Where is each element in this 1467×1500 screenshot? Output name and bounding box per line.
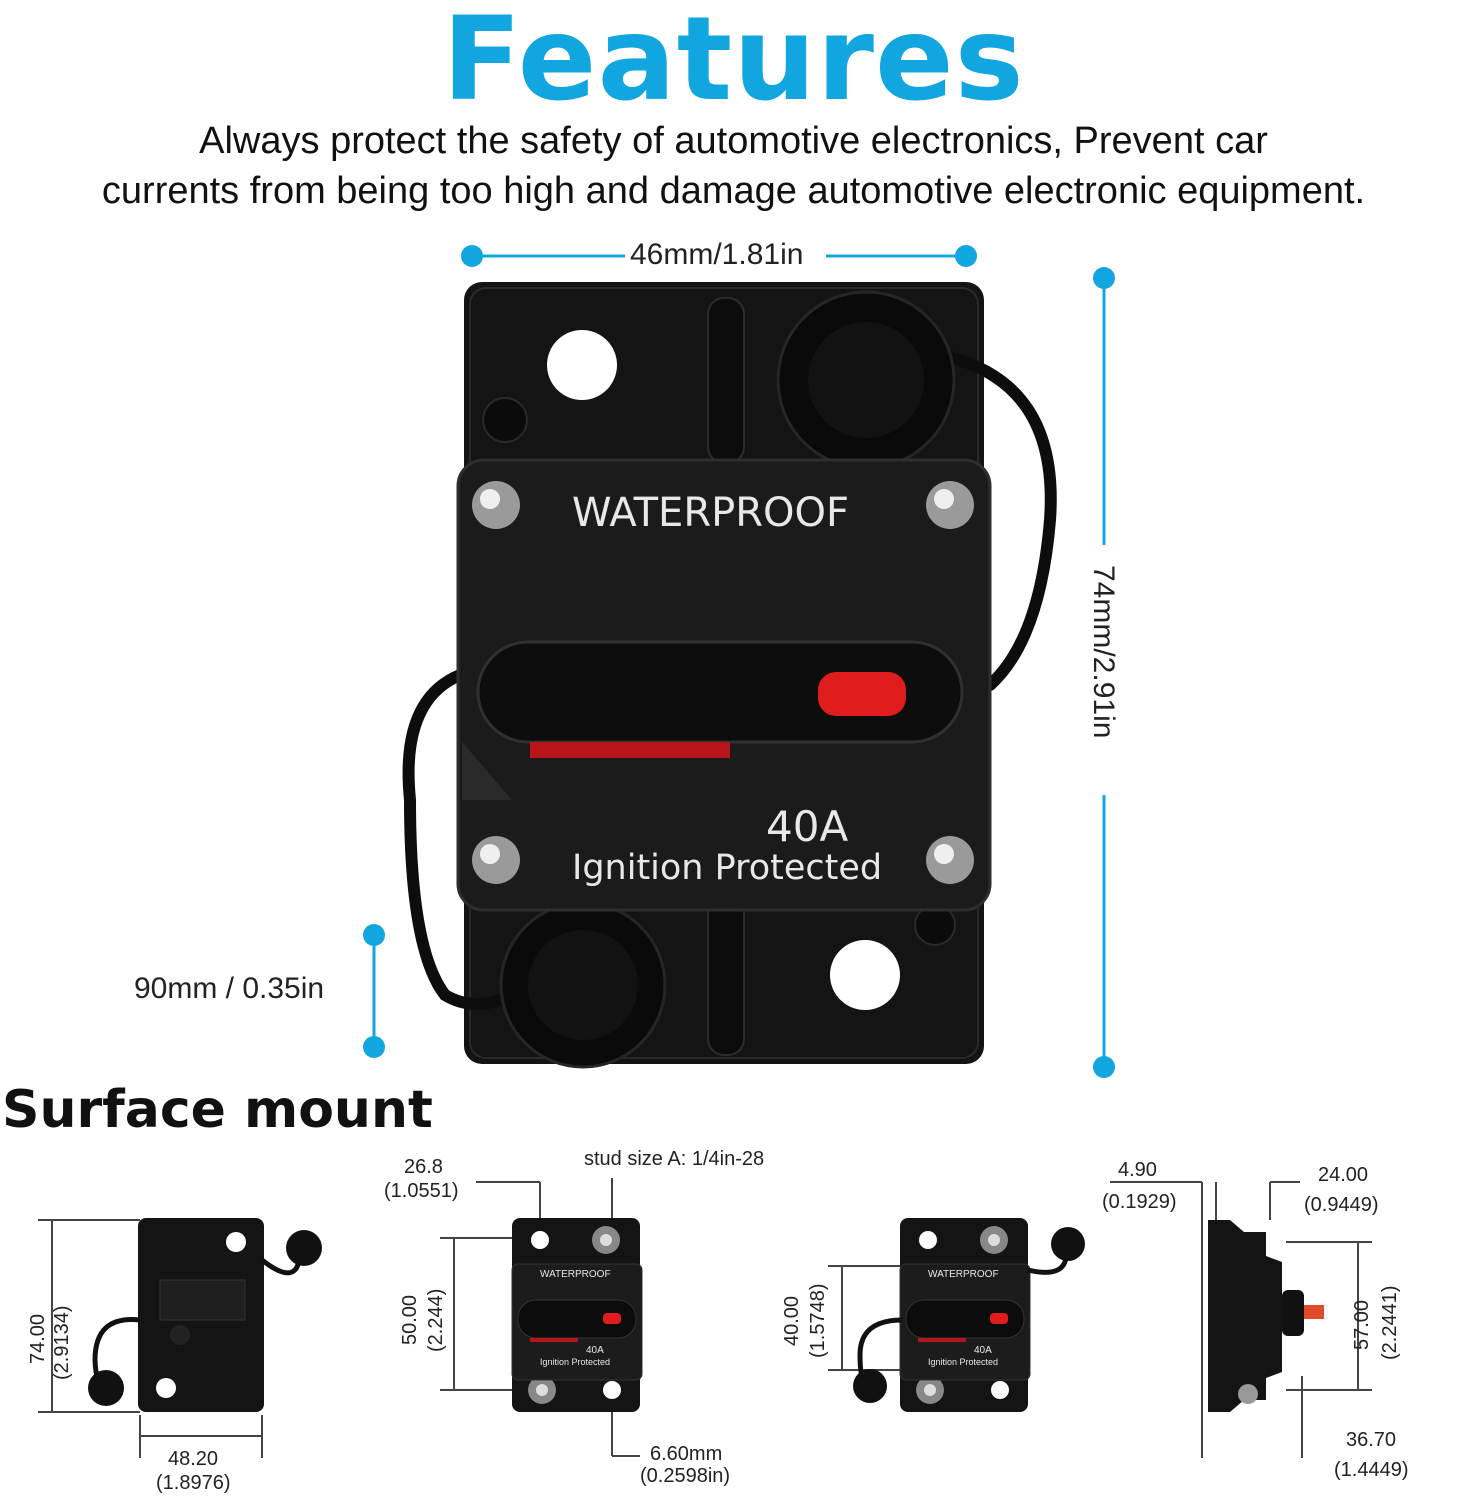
mounting-hole-bottom xyxy=(830,940,900,1010)
d4-depth-in: (0.9449) xyxy=(1304,1194,1379,1216)
device-label-waterproof: WATERPROOF xyxy=(572,490,850,536)
height-dimension-line xyxy=(1093,267,1115,1078)
d2-hole-mm: 26.8 xyxy=(404,1156,443,1178)
drawing-front-view-1 xyxy=(440,1178,643,1457)
main-product-illustration xyxy=(363,245,1115,1078)
d1-height-mm: 74.00 xyxy=(27,1313,49,1364)
d2-bore-mm: 6.60mm xyxy=(650,1443,723,1465)
trip-indicator-bar xyxy=(530,742,730,758)
d4-stud-mm: 36.70 xyxy=(1346,1429,1397,1451)
d2-stud-size: stud size A: 1/4in-28 xyxy=(584,1148,765,1170)
drawing-front-view-2 xyxy=(828,1218,1085,1412)
d4-stud-in: (1.4449) xyxy=(1334,1459,1409,1481)
d2-span-in: (2.244) xyxy=(425,1288,447,1352)
d3-span-mm: 40.00 xyxy=(781,1295,803,1346)
page-title: Features xyxy=(442,0,1025,127)
d2-label-ignition: Ignition Protected xyxy=(540,1357,611,1367)
reset-button-red xyxy=(818,672,906,716)
d3-label-waterproof: WATERPROOF xyxy=(928,1269,999,1280)
d1-width-in: (1.8976) xyxy=(156,1472,231,1494)
device-rating: 40A xyxy=(766,802,849,851)
d4-flange-mm: 4.90 xyxy=(1118,1159,1157,1181)
d3-rating: 40A xyxy=(974,1345,992,1356)
subtitle-line-2: currents from being too high and damage … xyxy=(101,170,1366,212)
technical-drawings xyxy=(38,1178,1372,1458)
d2-hole-in: (1.0551) xyxy=(384,1180,459,1202)
drawing-back-view xyxy=(38,1218,322,1458)
subtitle-line-1: Always protect the safety of automotive … xyxy=(199,120,1268,162)
width-dimension-line xyxy=(461,245,977,267)
d4-depth-mm: 24.00 xyxy=(1318,1164,1369,1186)
depth-dimension-label: 90mm / 0.35in xyxy=(134,972,325,1005)
cover-screws xyxy=(472,481,974,884)
d3-span-in: (1.5748) xyxy=(807,1283,829,1359)
height-dimension-label: 74mm/2.91in xyxy=(1087,565,1120,739)
d2-rating: 40A xyxy=(586,1345,604,1356)
depth-dimension-line xyxy=(363,924,385,1058)
terminal-cap-bottom xyxy=(402,669,667,1069)
d2-span-mm: 50.00 xyxy=(399,1294,421,1345)
section-title-surface-mount: Surface mount xyxy=(2,1080,433,1140)
d3-label-ignition: Ignition Protected xyxy=(928,1357,999,1367)
d1-width-mm: 48.20 xyxy=(168,1448,219,1470)
d4-body-in: (2.2441) xyxy=(1379,1285,1401,1361)
mounting-hole-top xyxy=(547,330,617,400)
width-dimension-label: 46mm/1.81in xyxy=(630,238,804,271)
d2-bore-in: (0.2598in) xyxy=(640,1465,731,1487)
d1-height-in: (2.9134) xyxy=(51,1305,73,1381)
d4-body-mm: 57.00 xyxy=(1351,1299,1373,1350)
device-label-ignition: Ignition Protected xyxy=(572,848,883,888)
drawing-side-view xyxy=(1110,1181,1372,1458)
d4-flange-in: (0.1929) xyxy=(1102,1191,1177,1213)
d2-label-waterproof: WATERPROOF xyxy=(540,1269,611,1280)
